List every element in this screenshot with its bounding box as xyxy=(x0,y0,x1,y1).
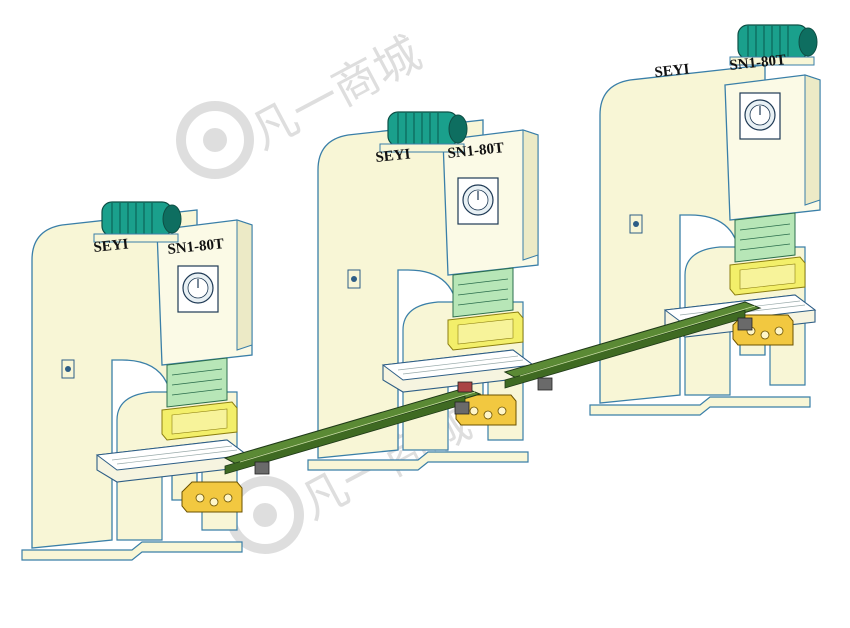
press-model: SN1-80T xyxy=(729,52,787,74)
press-brand: SEYI xyxy=(93,236,130,256)
press-brand: SEYI xyxy=(375,146,412,166)
gear-logo-icon xyxy=(176,101,254,179)
dial-gauge-icon xyxy=(457,177,499,225)
motor-icon xyxy=(93,201,182,243)
dial-gauge-icon xyxy=(739,92,781,140)
press-model: SN1-80T xyxy=(167,236,225,258)
press-brand: SEYI xyxy=(654,61,691,81)
press-model: SN1-80T xyxy=(447,140,505,162)
transfer-bar-2 xyxy=(503,301,762,391)
press-2: SEYI SN1-80T xyxy=(307,111,539,471)
press-1: SEYI SN1-80T xyxy=(21,201,253,561)
press-3: SEYI SN1-80T xyxy=(589,24,821,416)
dial-gauge-icon xyxy=(177,265,219,313)
transfer-bar-1 xyxy=(223,381,482,475)
bracket xyxy=(181,481,243,513)
